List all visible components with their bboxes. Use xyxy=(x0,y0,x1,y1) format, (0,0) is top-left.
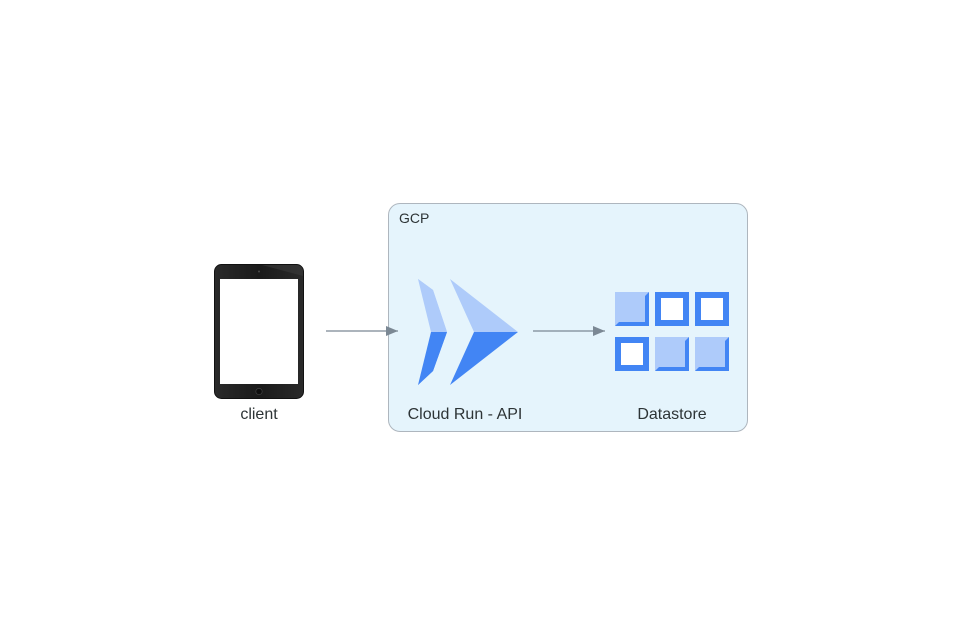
datastore-tile-hollow xyxy=(695,292,729,326)
datastore-tile-hollow xyxy=(615,337,649,371)
datastore-tile-hollow xyxy=(655,292,689,326)
client-label: client xyxy=(240,406,278,423)
datastore-label: Datastore xyxy=(637,406,707,423)
cloud-run-icon xyxy=(418,279,518,385)
cloud-run-label: Cloud Run - API xyxy=(407,406,523,423)
datastore-tile-filled xyxy=(695,337,729,371)
datastore-node[interactable] xyxy=(615,292,729,372)
datastore-tile-filled xyxy=(655,337,689,371)
datastore-icon xyxy=(615,292,729,371)
datastore-tile-filled xyxy=(615,292,649,326)
cluster-label: GCP xyxy=(399,210,430,226)
cloud-run-node[interactable] xyxy=(416,279,520,385)
client-node[interactable] xyxy=(214,264,304,399)
tablet-icon xyxy=(214,264,304,399)
